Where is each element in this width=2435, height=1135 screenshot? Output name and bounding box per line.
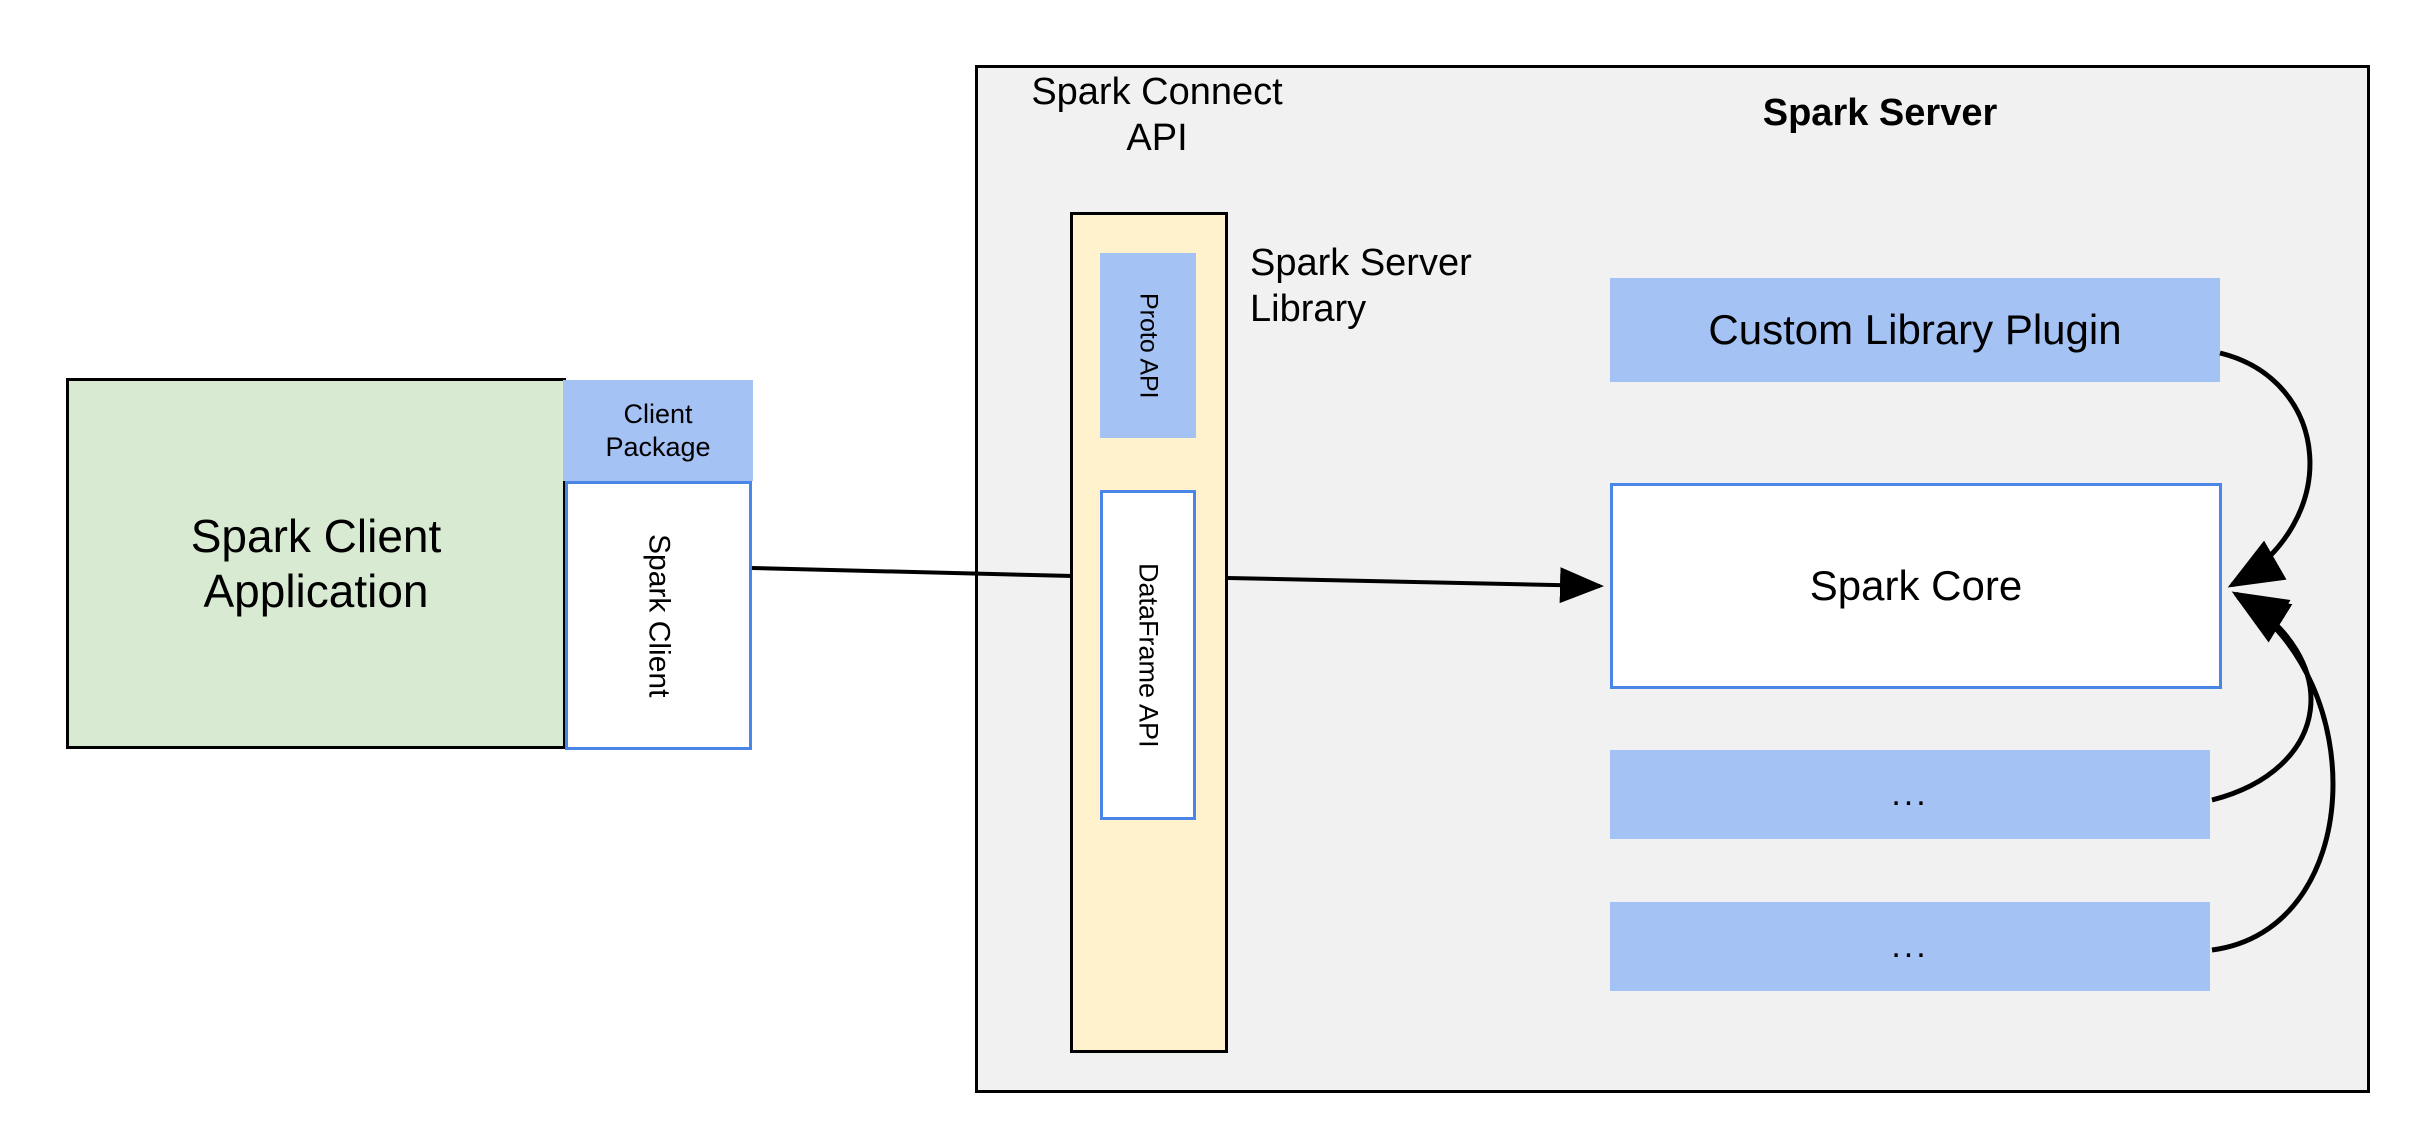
spark-connect-api-label: Spark Connect API — [1012, 70, 1302, 162]
ellipsis-box-2: ... — [1610, 902, 2210, 991]
client-package-box: Client Package — [563, 380, 753, 481]
spark-server-library-label: Spark Server Library — [1250, 240, 1580, 350]
client-package-label-line1: Client — [623, 398, 693, 429]
proto-api-label: Proto API — [1134, 292, 1163, 399]
client-app-label-line2: Application — [203, 564, 429, 617]
custom-library-plugin-box: Custom Library Plugin — [1610, 278, 2220, 382]
spark-client-label: Spark Client — [642, 533, 676, 698]
proto-api-box: Proto API — [1100, 253, 1196, 438]
dataframe-api-label: DataFrame API — [1133, 562, 1164, 748]
server-library-label-line1: Spark Server — [1250, 242, 1472, 284]
spark-client-application-box: Spark Client Application — [66, 378, 566, 749]
client-app-label-line1: Spark Client — [190, 510, 442, 563]
spark-core-box: Spark Core — [1610, 483, 2222, 689]
server-library-label-line2: Library — [1250, 288, 1367, 331]
dataframe-api-box: DataFrame API — [1100, 490, 1196, 820]
spark-server-title: Spark Server — [1762, 92, 1998, 134]
client-package-label-line2: Package — [605, 431, 711, 462]
connect-api-label-line2: API — [1126, 116, 1188, 159]
connect-api-label-line1: Spark Connect — [1031, 71, 1283, 113]
spark-client-box: Spark Client — [565, 481, 752, 750]
ellipsis-box-1: ... — [1610, 750, 2210, 839]
